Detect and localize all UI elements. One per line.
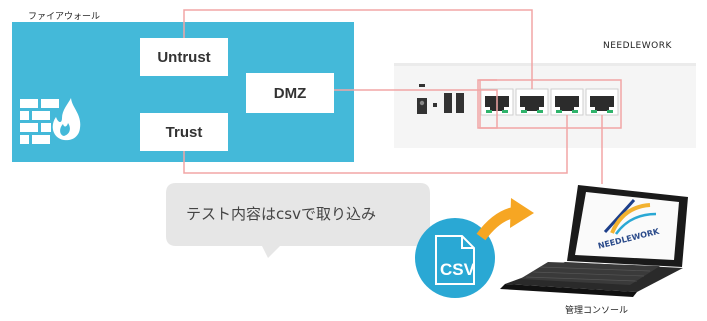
csv-file-icon [435,235,475,285]
zone-dmz: DMZ [246,73,334,113]
cable-trust [183,115,568,174]
speech-bubble [166,183,430,258]
laptop-icon [500,185,688,297]
zone-untrust: Untrust [140,38,228,76]
port-frame [477,79,622,129]
console-label: 管理コンソール [565,306,629,316]
arrow-icon [476,198,534,241]
firewall-title: ファイアウォール [28,12,101,22]
bubble-text: テスト内容はcsvで取り込み [186,205,376,223]
zone-trust: Trust [140,113,228,151]
ethernet-port-icon [550,88,584,116]
cable-untrust [183,9,533,89]
csv-label: CSV [440,260,475,279]
device-indicators [417,84,464,114]
ethernet-port-icon [515,88,549,116]
device-name: NEEDLEWORK [603,41,672,51]
firewall-brick-icon [20,98,81,144]
ethernet-port-icon [585,88,619,116]
